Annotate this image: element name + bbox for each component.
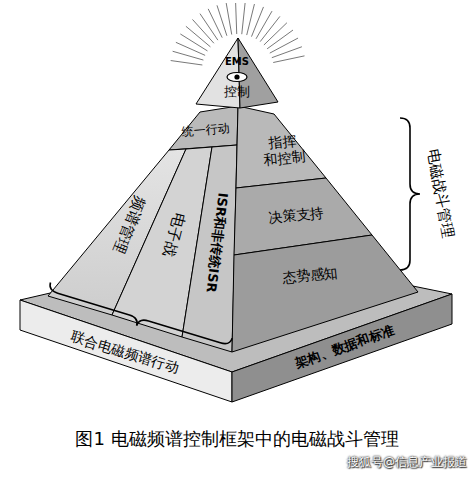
bracket-label: 电磁战斗管理 [424,148,457,240]
pyramid-column [182,145,237,352]
sun-ray [236,3,237,34]
watermark: 搜狐号@信息产业报道 [347,456,467,470]
sun-ray [226,3,232,35]
bracket [400,118,420,270]
pyramid-band [169,106,238,150]
node-subtext: 控制 [224,85,250,100]
sun-ray [171,61,203,65]
sun-ray [186,26,211,47]
sun-ray [272,47,302,58]
bracket-label-text: 电磁战斗管理 [424,148,457,240]
watermark-text: 搜狐号@信息产业报道 [347,456,467,470]
sun-ray [176,42,205,55]
sun-ray [247,4,255,35]
eye-pupil [234,74,239,79]
eye-symbol [227,73,247,82]
figure-caption: 图1 电磁频谱控制框架中的电磁战斗管理 [75,429,398,450]
capstone: EMS 控制 [224,56,250,100]
sun-ray [270,38,298,53]
sun-ray [264,23,287,45]
node-text: EMS [224,56,250,68]
node-text: 指挥 和控制 [255,131,311,169]
sun-ray [192,19,213,43]
sun-ray [251,7,263,37]
sun-ray [217,5,227,35]
sun-ray [267,30,293,49]
sun-ray [180,34,207,51]
sun-ray [256,11,272,39]
sun-ray [273,56,304,63]
sun-ray [200,14,218,41]
sun-ray [242,3,245,34]
pyramid-band: 指挥 和控制 [255,131,311,169]
sun-ray [208,9,222,38]
sun-ray [260,16,280,41]
caption-text: 图1 电磁频谱控制框架中的电磁战斗管理 [75,429,398,450]
pyramid-band [236,106,326,188]
